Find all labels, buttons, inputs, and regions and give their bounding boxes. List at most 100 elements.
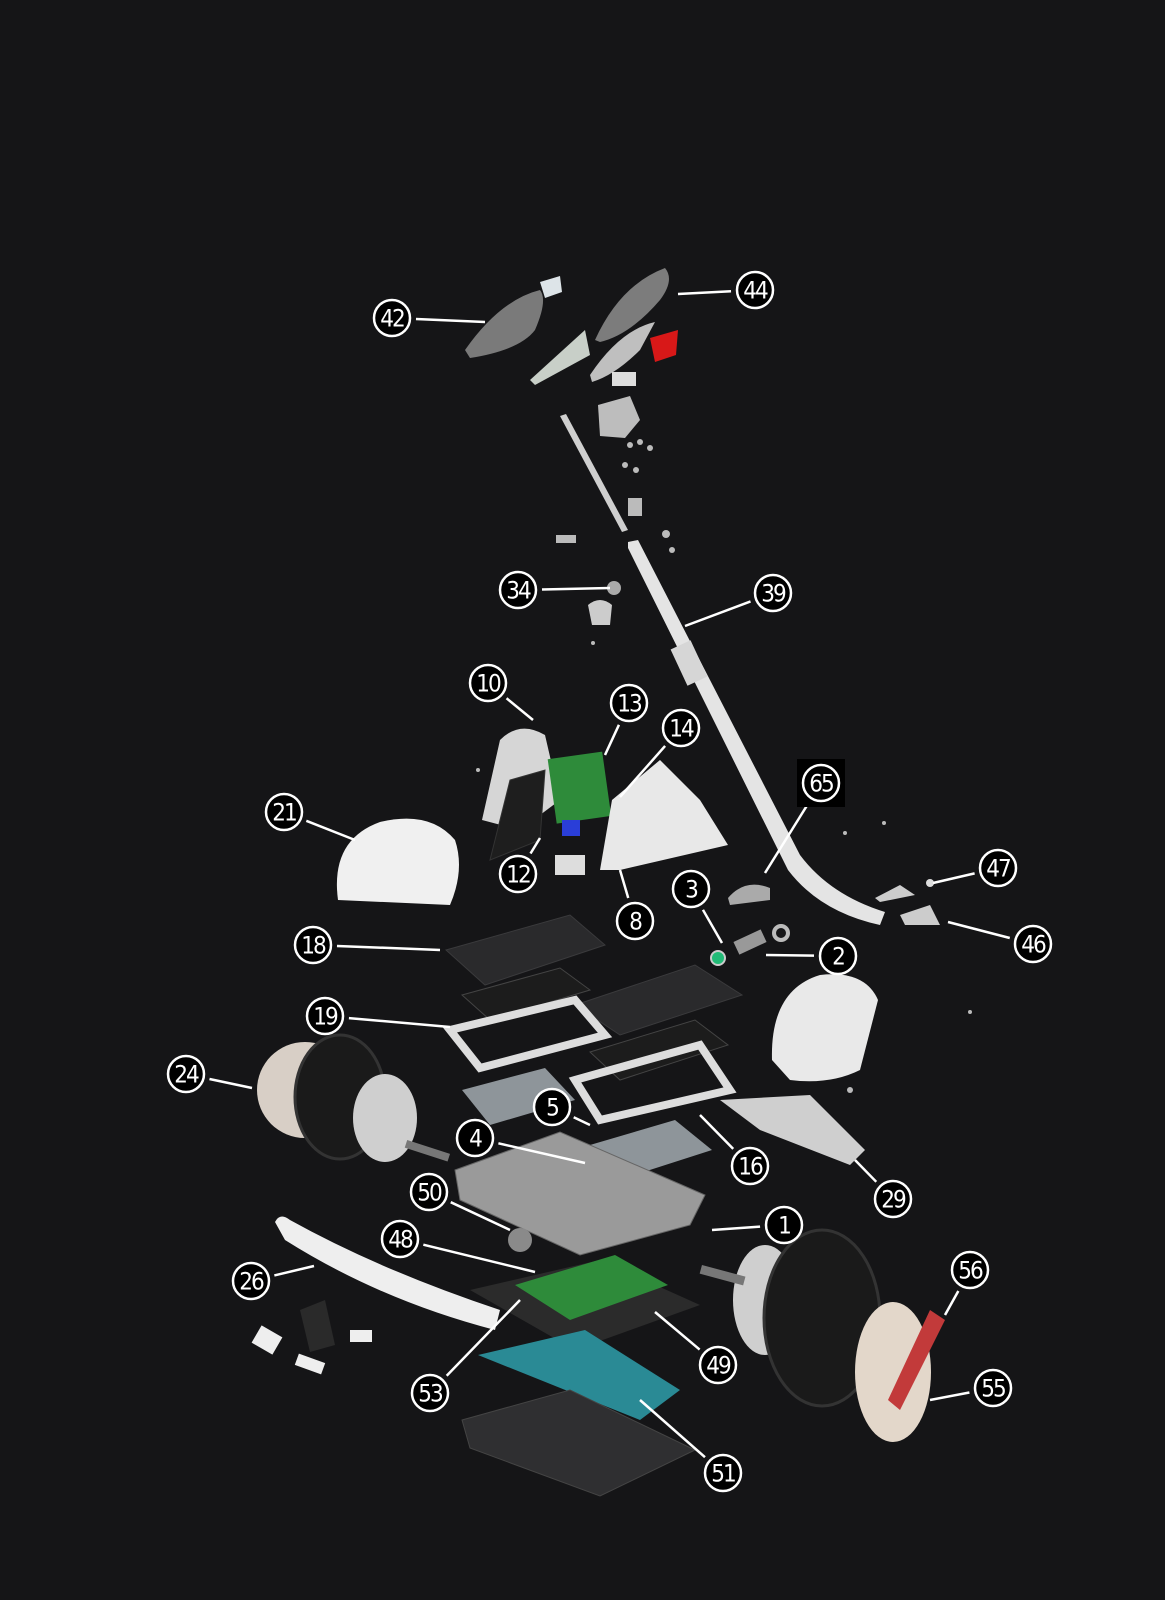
part-mainboard-48 xyxy=(515,1255,668,1320)
callout-14: 14 xyxy=(661,708,701,748)
callout-label: 1 xyxy=(778,1212,790,1240)
callout-13: 13 xyxy=(609,683,649,723)
callout-circle xyxy=(703,1453,743,1493)
part-cap xyxy=(540,276,562,298)
part-hub-cover-55 xyxy=(855,1302,931,1442)
callout-label: 51 xyxy=(711,1460,735,1488)
part-bearing xyxy=(607,581,621,595)
callout-5: 5 xyxy=(532,1087,572,1127)
callout-label: 47 xyxy=(986,855,1010,883)
callout-label: 34 xyxy=(506,577,531,605)
leader-line-46 xyxy=(947,920,1011,940)
callout-circle xyxy=(764,1205,804,1245)
callout-label: 2 xyxy=(832,943,844,971)
callout-48: 48 xyxy=(380,1219,420,1259)
leader-line-12 xyxy=(529,837,542,855)
callout-51: 51 xyxy=(703,1453,743,1493)
part-base-tray xyxy=(461,1389,697,1497)
part-blue-module xyxy=(562,820,580,836)
part-battery-51 xyxy=(478,1330,680,1420)
part-fender-21 xyxy=(336,818,459,905)
callout-10: 10 xyxy=(468,663,508,703)
part-axle-right xyxy=(699,1264,746,1286)
part-bumper-dark xyxy=(300,1300,335,1352)
callout-circle xyxy=(305,996,345,1036)
callout-circle xyxy=(698,1345,738,1385)
callout-circle xyxy=(753,573,793,613)
leader-line-2 xyxy=(765,953,815,957)
callout-circle xyxy=(615,901,655,941)
part-connector-block xyxy=(555,855,585,875)
callout-8: 8 xyxy=(615,901,655,941)
leader-line-53 xyxy=(445,1299,521,1377)
part-plate-left xyxy=(462,1068,575,1125)
part-screws xyxy=(476,439,972,1093)
callout-circle xyxy=(609,683,649,723)
part-rim-24 xyxy=(353,1074,417,1162)
callout-label: 65 xyxy=(809,770,833,798)
callout-label: 53 xyxy=(418,1380,443,1408)
callout-label: 4 xyxy=(469,1125,482,1153)
part-chassis-1 xyxy=(454,1131,706,1256)
callout-label: 55 xyxy=(981,1375,1005,1403)
leader-line-10 xyxy=(505,697,534,721)
callout-44: 44 xyxy=(735,270,775,310)
leader-line-50 xyxy=(450,1201,511,1232)
part-bumper-26 xyxy=(275,1216,500,1330)
callout-circle xyxy=(973,1368,1013,1408)
part-console-right xyxy=(600,760,728,870)
callout-circle xyxy=(468,663,508,703)
callout-21: 21 xyxy=(264,792,304,832)
part-pin-47 xyxy=(926,879,934,887)
callout-label: 50 xyxy=(417,1179,442,1207)
part-console-dark xyxy=(489,769,546,861)
part-frame-16 xyxy=(568,1040,737,1125)
callout-circle xyxy=(818,936,858,976)
callout-circle xyxy=(410,1373,450,1413)
callout-circle xyxy=(671,869,711,909)
part-red-trigger xyxy=(650,330,678,362)
leader-line-42 xyxy=(415,317,486,324)
part-bracket-46 xyxy=(900,905,940,925)
callout-4: 4 xyxy=(455,1118,495,1158)
callout-label: 14 xyxy=(669,715,694,743)
leader-line-13 xyxy=(603,724,621,756)
callout-24: 24 xyxy=(166,1054,206,1094)
leader-line-8 xyxy=(618,869,630,899)
leader-line-49 xyxy=(654,1311,701,1351)
callout-circle xyxy=(730,1146,770,1186)
callout-55: 55 xyxy=(973,1368,1013,1408)
part-clip-c xyxy=(350,1330,372,1342)
leader-line-29 xyxy=(854,1159,878,1183)
part-handle-cover-right xyxy=(595,268,669,342)
callout-circle xyxy=(1013,924,1053,964)
callout-49: 49 xyxy=(698,1345,738,1385)
callout-circle xyxy=(498,854,538,894)
leader-line-3 xyxy=(701,909,724,944)
callout-label: 5 xyxy=(546,1094,558,1122)
callout-label: 18 xyxy=(301,932,326,960)
callout-label: 42 xyxy=(380,305,404,333)
leader-line-5 xyxy=(573,1116,591,1127)
part-handle-frame xyxy=(590,322,655,382)
callout-circle xyxy=(409,1172,449,1212)
leader-line-16 xyxy=(699,1114,735,1150)
leader-line-14 xyxy=(619,745,667,798)
part-column-upper xyxy=(560,414,628,532)
leader-line-44 xyxy=(677,289,732,296)
callout-53: 53 xyxy=(410,1373,450,1413)
callout-label: 3 xyxy=(685,876,698,904)
part-axle-sleeve xyxy=(733,929,767,955)
parts xyxy=(251,268,972,1497)
callout-47: 47 xyxy=(978,848,1018,888)
leader-line-65 xyxy=(763,802,810,874)
callout-circle xyxy=(735,270,775,310)
callout-1: 1 xyxy=(764,1205,804,1245)
part-clamp-65 xyxy=(728,884,770,905)
leader-line-39 xyxy=(684,600,751,628)
part-clip-a xyxy=(251,1325,283,1355)
callout-19: 19 xyxy=(305,996,345,1036)
leader-line-51 xyxy=(639,1399,706,1459)
part-handle-cover-left xyxy=(465,290,544,358)
